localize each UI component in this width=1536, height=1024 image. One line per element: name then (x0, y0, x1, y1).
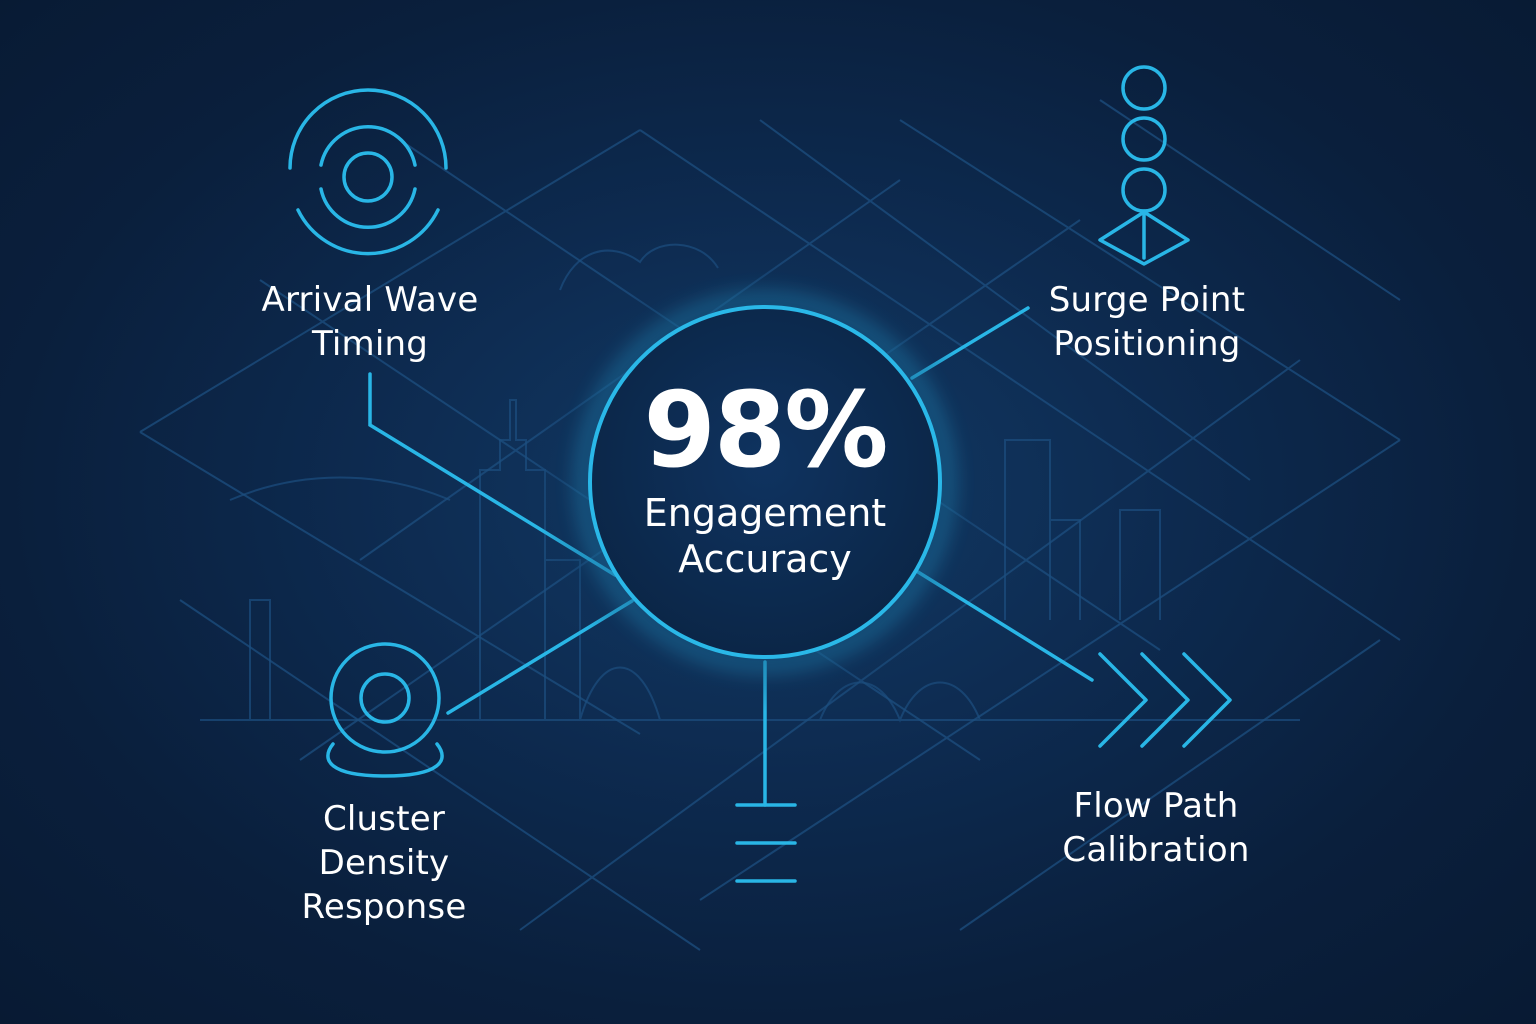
triple-chevron-icon (1098, 652, 1232, 748)
cluster-label-line3: Response (301, 887, 467, 927)
center-stat: 98% Engagement Accuracy (600, 370, 930, 582)
surge-label-line1: Surge Point (1048, 280, 1246, 320)
surge-point-positioning-label: Surge Point Positioning (997, 278, 1297, 366)
cluster-label-line1: Cluster (322, 799, 446, 839)
concentric-waves-icon (288, 88, 448, 256)
flow-label-line2: Calibration (1062, 830, 1250, 870)
center-circle (588, 305, 942, 659)
arrival-label-line2: Timing (311, 324, 429, 364)
flow-path-calibration-label: Flow Path Calibration (1006, 784, 1306, 872)
arrival-label-line1: Arrival Wave (261, 280, 479, 320)
ground-lines-icon (735, 803, 797, 883)
target-on-base-icon (326, 642, 444, 778)
cluster-density-response-label: Cluster Density Response (234, 797, 534, 929)
connector-arrival (368, 372, 617, 577)
center-ring-glow (576, 293, 954, 671)
flow-label-line1: Flow Path (1073, 786, 1239, 826)
surge-label-line2: Positioning (1053, 324, 1241, 364)
arrival-wave-timing-label: Arrival Wave Timing (220, 278, 520, 366)
center-caption-line2: Accuracy (678, 537, 852, 581)
center-caption-line1: Engagement (643, 491, 887, 535)
city-skyline-illustration (200, 243, 1300, 723)
center-caption: Engagement Accuracy (600, 490, 930, 582)
engagement-accuracy-value: 98% (643, 369, 889, 491)
stacked-circles-pin-icon (1098, 65, 1190, 266)
cluster-label-line2: Density (318, 843, 450, 883)
